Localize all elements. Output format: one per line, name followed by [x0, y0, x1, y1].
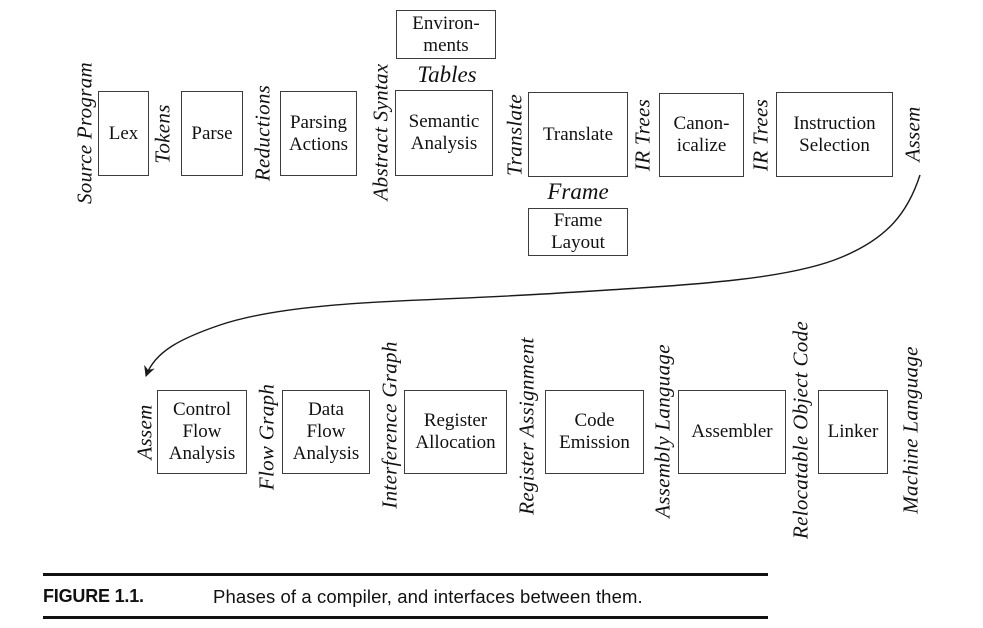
- interface-label-flow-graph: Flow Graph: [254, 383, 279, 491]
- phase-box-lex: Lex: [98, 91, 149, 176]
- phase-box-assembler: Assembler: [678, 390, 786, 474]
- interface-label-translate: Translate: [502, 93, 527, 177]
- phase-box-translate: Translate: [528, 92, 628, 177]
- phase-box-parsing-actions: Parsing Actions: [280, 91, 357, 176]
- interface-label-assem-bottom: Assem: [132, 404, 157, 460]
- interface-label-tokens: Tokens: [150, 104, 175, 164]
- phase-box-semantic-analysis-label: Semantic Analysis: [408, 111, 480, 154]
- interface-label-assem-top: Assem: [900, 106, 925, 162]
- environments-box-label: Environ- ments: [412, 12, 480, 56]
- figure-number: FIGURE 1.1.: [43, 586, 144, 606]
- frame-layout-box: Frame Layout: [528, 208, 628, 256]
- phase-box-translate-label: Translate: [542, 123, 614, 145]
- phase-box-lex-label: Lex: [108, 122, 139, 144]
- interface-label-ir-trees-2: IR Trees: [748, 98, 773, 172]
- frame-layout-box-label: Frame Layout: [551, 210, 605, 253]
- interface-label-abstract-syntax: Abstract Syntax: [368, 63, 393, 201]
- phase-box-control-flow-analysis-label: Control Flow Analysis: [168, 399, 236, 464]
- frame-label: Frame: [547, 179, 609, 204]
- interface-label-register-assignment: Register Assignment: [514, 337, 539, 515]
- phase-box-data-flow-analysis-label: Data Flow Analysis: [292, 399, 360, 464]
- phase-box-canonicalize: Canon- icalize: [659, 93, 744, 177]
- caption-top-rule: [43, 573, 768, 576]
- phase-box-register-allocation: Register Allocation: [404, 390, 507, 474]
- phase-box-instruction-selection-label: Instruction Selection: [793, 112, 876, 156]
- interface-label-reductions: Reductions: [250, 84, 275, 182]
- phase-box-control-flow-analysis: Control Flow Analysis: [157, 390, 247, 474]
- interface-label-ir-trees-1: IR Trees: [630, 98, 655, 172]
- phase-box-parse-label: Parse: [191, 122, 233, 144]
- phase-box-instruction-selection: Instruction Selection: [776, 92, 893, 177]
- phase-box-canonicalize-label: Canon- icalize: [673, 113, 730, 156]
- interface-label-source-program: Source Program: [72, 61, 97, 205]
- phase-box-linker: Linker: [818, 390, 888, 474]
- phase-box-data-flow-analysis: Data Flow Analysis: [282, 390, 370, 474]
- phase-box-register-allocation-label: Register Allocation: [415, 410, 496, 453]
- phase-box-parse: Parse: [181, 91, 243, 176]
- interface-label-interference-graph: Interference Graph: [377, 341, 402, 509]
- caption-bottom-rule: [43, 616, 768, 619]
- interface-label-relocatable-object-code: Relocatable Object Code: [788, 321, 813, 539]
- interface-label-assembly-language: Assembly Language: [650, 344, 675, 518]
- phase-box-code-emission: Code Emission: [545, 390, 644, 474]
- interface-label-machine-language: Machine Language: [898, 346, 923, 514]
- phase-box-linker-label: Linker: [827, 421, 879, 443]
- figure-caption-text: Phases of a compiler, and interfaces bet…: [213, 586, 643, 607]
- phase-box-code-emission-label: Code Emission: [559, 410, 630, 453]
- environments-box: Environ- ments: [396, 10, 496, 59]
- phase-box-assembler-label: Assembler: [691, 421, 773, 443]
- phase-box-semantic-analysis: Semantic Analysis: [395, 90, 493, 176]
- tables-label: Tables: [417, 62, 477, 87]
- phase-box-parsing-actions-label: Parsing Actions: [288, 111, 349, 155]
